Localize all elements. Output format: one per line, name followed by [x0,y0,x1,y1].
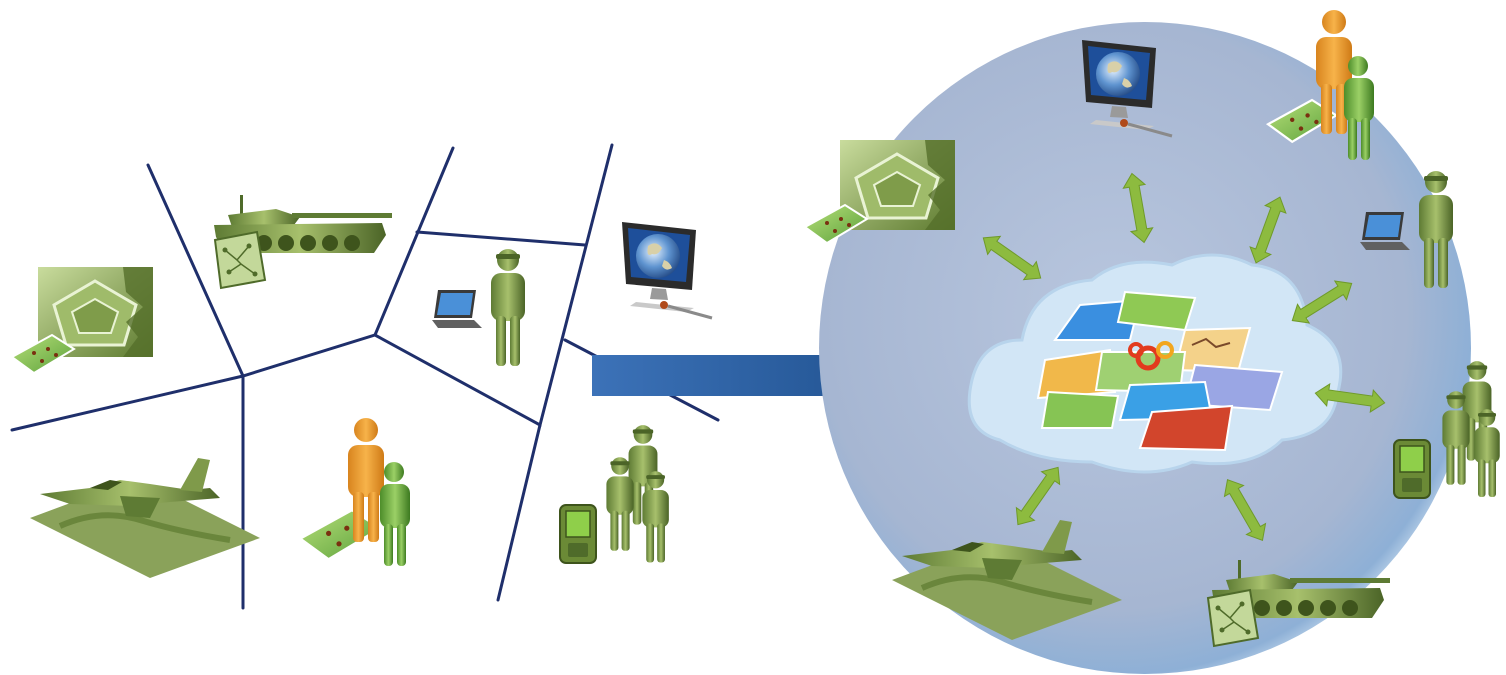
shared-map-layers [1036,290,1284,452]
network-line [415,230,587,247]
map-icon [1207,589,1259,647]
soldier-icon [491,249,525,366]
laptop-icon [432,290,482,328]
arrow-right-icon [592,322,925,430]
handheld-icon [559,504,597,564]
computer-icon [620,220,714,320]
right-network-panel [804,10,1500,674]
person-icon [380,462,410,566]
network-line [496,423,542,602]
handheld-icon [1393,439,1431,499]
network-line [373,146,455,337]
soldier-group-icon [606,425,669,563]
map-icon [214,231,266,289]
jet-icon [30,458,260,578]
